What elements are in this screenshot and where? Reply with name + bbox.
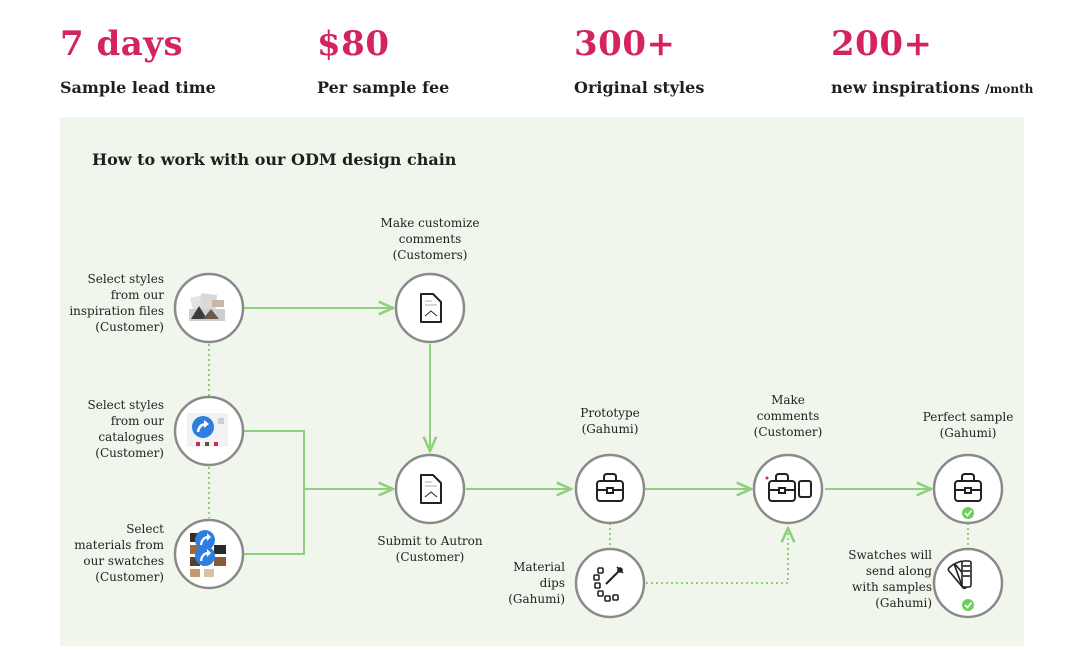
inspiration-photos-icon bbox=[189, 292, 225, 321]
stat-label: Original styles bbox=[574, 78, 705, 97]
node-select-inspiration bbox=[173, 272, 245, 344]
label-customize-comments: Make customize comments (Customers) bbox=[380, 216, 480, 262]
node-perfect-sample bbox=[932, 453, 1004, 525]
node-prototype bbox=[574, 453, 646, 525]
node-submit bbox=[394, 453, 466, 525]
label-select-materials: Select materials from our swatches (Cust… bbox=[74, 522, 164, 584]
node-swatches-send bbox=[932, 547, 1004, 619]
label-make-comments: Make comments (Customer) bbox=[753, 393, 823, 439]
node-material-dips bbox=[574, 547, 646, 619]
check-icon bbox=[962, 599, 974, 611]
label-swatches-send: Swatches will send along with samples (G… bbox=[848, 548, 932, 610]
node-customize-comments bbox=[394, 272, 466, 344]
stat-label: new inspirations /month bbox=[831, 78, 1034, 97]
label-submit: Submit to Autron (Customer) bbox=[377, 534, 483, 564]
stat-sample-fee: $80 Per sample fee bbox=[317, 22, 449, 97]
document-icon bbox=[420, 474, 442, 504]
label-perfect-sample: Perfect sample (Gahumi) bbox=[922, 410, 1014, 440]
stat-label: Per sample fee bbox=[317, 78, 450, 97]
stat-value: 300+ bbox=[574, 24, 676, 64]
label-prototype: Prototype (Gahumi) bbox=[580, 406, 640, 436]
bracket-catalogue-materials bbox=[244, 430, 305, 555]
stat-lead-time: 7 days Sample lead time bbox=[60, 22, 216, 97]
swatch-share-icon bbox=[190, 530, 226, 577]
stat-original-styles: 300+ Original styles bbox=[574, 22, 704, 97]
node-make-comments bbox=[752, 453, 824, 525]
label-select-inspiration: Select styles from our inspiration files… bbox=[69, 272, 164, 334]
label-material-dips: Material dips (Gahumi) bbox=[508, 560, 565, 606]
document-icon bbox=[420, 293, 442, 323]
handbag-icon bbox=[954, 473, 982, 502]
stat-new-inspirations: 200+ new inspirations /month bbox=[831, 22, 1033, 97]
stat-value: $80 bbox=[317, 24, 390, 64]
swatch-fan-icon bbox=[947, 560, 972, 590]
node-select-materials bbox=[173, 518, 245, 590]
catalogue-share-icon bbox=[187, 413, 228, 447]
panel-title: How to work with our ODM design chain bbox=[92, 150, 457, 169]
stat-unit: /month bbox=[985, 82, 1034, 96]
dotted-arrow-dips-to-comments bbox=[646, 528, 788, 584]
node-select-catalogue bbox=[173, 395, 245, 467]
check-icon bbox=[962, 507, 974, 519]
stat-value: 200+ bbox=[831, 24, 933, 64]
dotted-connectors bbox=[208, 344, 969, 584]
stat-value: 7 days bbox=[60, 24, 184, 64]
handbag-comment-icon bbox=[765, 473, 812, 502]
label-select-catalogue: Select styles from our catalogues (Custo… bbox=[87, 398, 164, 460]
connectors bbox=[244, 308, 931, 555]
color-dips-icon bbox=[593, 566, 624, 602]
stat-label: Sample lead time bbox=[60, 78, 216, 97]
handbag-icon bbox=[596, 473, 624, 502]
